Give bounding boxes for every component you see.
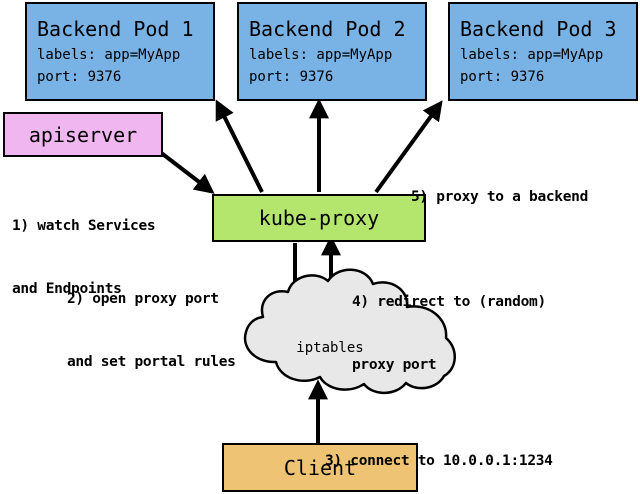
backend-pod-1-box[interactable]: Backend Pod 1 labels: app=MyApp port: 93… bbox=[25, 2, 215, 101]
step-5-label: 5) proxy to a backend bbox=[411, 145, 588, 250]
step-2-label: 2) open proxy port and set portal rules bbox=[67, 247, 236, 415]
backend-pod-3-labels: labels: app=MyApp bbox=[460, 46, 604, 63]
backend-pod-2-title: Backend Pod 2 bbox=[249, 16, 406, 41]
backend-pod-3-port: port: 9376 bbox=[460, 68, 545, 85]
arrow-kubeproxy-to-pod3 bbox=[374, 100, 443, 194]
backend-pod-3-box[interactable]: Backend Pod 3 labels: app=MyApp port: 93… bbox=[448, 2, 638, 101]
iptables-label: iptables bbox=[296, 340, 364, 356]
backend-pod-2-port: port: 9376 bbox=[249, 68, 334, 85]
kube-proxy-box[interactable]: kube-proxy bbox=[212, 194, 426, 242]
client-box[interactable]: Client bbox=[222, 443, 418, 492]
cloud-shape bbox=[243, 268, 456, 395]
step-1-line-1: 1) watch Services bbox=[12, 218, 156, 234]
step-3-label: 3) connect to 10.0.0.1:1234 bbox=[325, 409, 553, 494]
backend-pod-1-title: Backend Pod 1 bbox=[37, 16, 194, 41]
step-4-label: 4) redirect to (random) proxy port bbox=[352, 250, 546, 418]
backend-pod-2-labels: labels: app=MyApp bbox=[249, 46, 393, 63]
backend-pod-2-box[interactable]: Backend Pod 2 labels: app=MyApp port: 93… bbox=[237, 2, 427, 101]
apiserver-box[interactable]: apiserver bbox=[3, 112, 163, 157]
step-1-label: 1) watch Services and Endpoints bbox=[12, 174, 156, 342]
client-label: Client bbox=[283, 455, 357, 480]
step-5-line-1: 5) proxy to a backend bbox=[411, 189, 589, 205]
step-1-line-2: and Endpoints bbox=[12, 281, 122, 297]
kube-proxy-label: kube-proxy bbox=[258, 206, 380, 230]
step-2-line-2: and set portal rules bbox=[67, 354, 236, 370]
arrow-apiserver-to-kubeproxy bbox=[158, 150, 215, 194]
step-4-line-1: 4) redirect to (random) bbox=[352, 294, 546, 310]
backend-pod-3-title: Backend Pod 3 bbox=[460, 16, 617, 41]
apiserver-label: apiserver bbox=[28, 122, 138, 147]
step-2-line-1: 2) open proxy port bbox=[67, 291, 219, 307]
step-3-line-1: 3) connect to 10.0.0.1:1234 bbox=[325, 453, 553, 469]
step-4-line-2: proxy port bbox=[352, 357, 437, 373]
backend-pod-1-port: port: 9376 bbox=[37, 68, 122, 85]
backend-pod-1-labels: labels: app=MyApp bbox=[37, 46, 181, 63]
arrow-kubeproxy-to-pod1 bbox=[215, 99, 264, 193]
